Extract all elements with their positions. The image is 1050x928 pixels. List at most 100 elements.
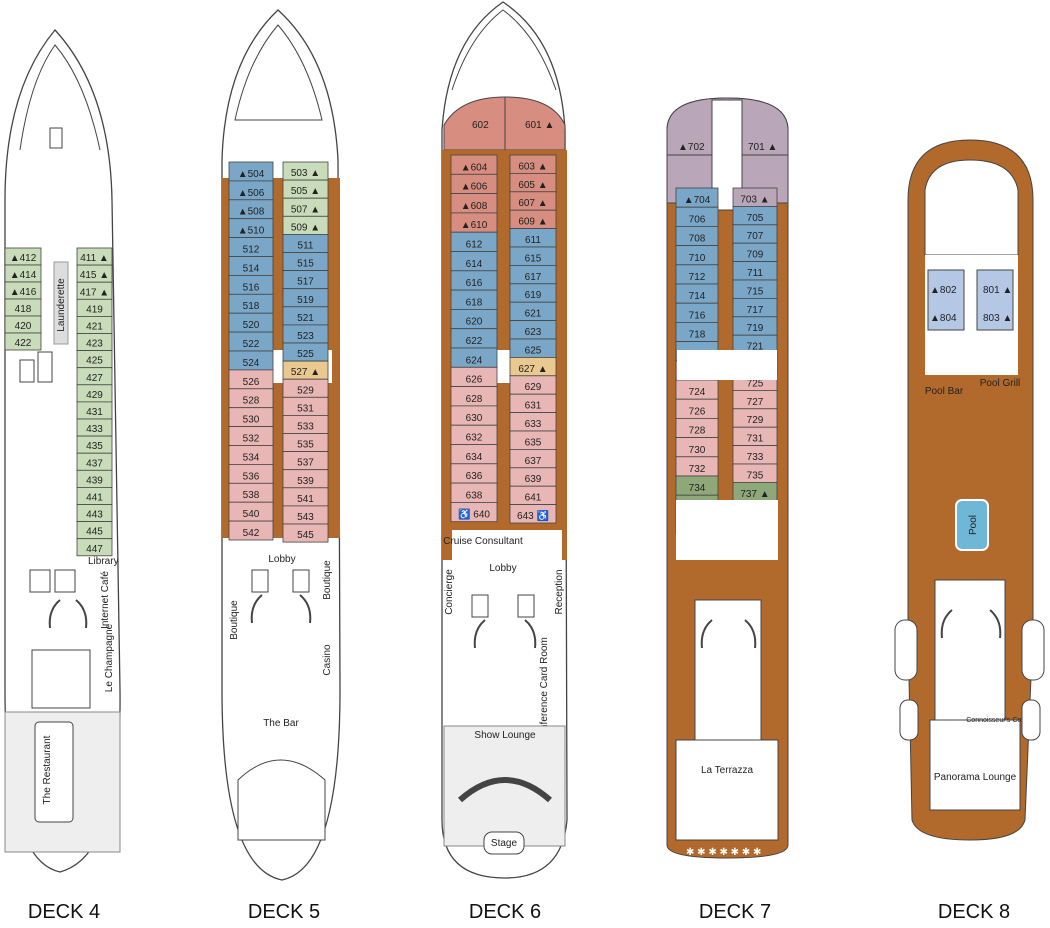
cabin-label: 731 [747, 434, 764, 445]
cabin-label: ♿ 640 [458, 508, 490, 521]
cabin-label: 607 ▲ [518, 198, 547, 209]
cabin-label: 531 [297, 403, 314, 414]
cabin-label: 439 [86, 475, 103, 486]
cabin-label: 415 ▲ [80, 270, 109, 281]
cabin-label: 529 [297, 385, 314, 396]
cabin-label: 626 [466, 375, 483, 386]
cabin-label: 634 [466, 452, 483, 463]
cabin-label: 614 [466, 259, 483, 270]
cabin-label: 624 [466, 355, 483, 366]
cabin-label: 530 [243, 415, 260, 426]
cabin-label: ▲414 [10, 270, 37, 281]
cabin-label: 443 [86, 510, 103, 521]
cabin-label: 735 [747, 470, 764, 481]
cabin-label: 543 [297, 512, 314, 523]
cabin-label: 520 [243, 320, 260, 331]
show-lounge-label: Show Lounge [474, 730, 536, 741]
the-bar-label: The Bar [263, 718, 299, 729]
launderette-label: Launderette [56, 278, 67, 332]
cabin-label: 630 [466, 413, 483, 424]
cabin-label: 523 [297, 331, 314, 342]
cabin-label: 517 [297, 277, 314, 288]
cabin-label: 637 [525, 456, 542, 467]
cabin-804-label: ▲804 [930, 313, 957, 324]
cabin-label: 505 ▲ [291, 186, 320, 197]
cabin-702-label: ▲702 [678, 142, 705, 153]
cabin-label: 511 [298, 241, 314, 252]
le-champagne-label: Le Champagne [104, 623, 115, 692]
lobby-label-6: Lobby [489, 563, 516, 574]
cabin-label: 728 [689, 426, 706, 437]
cabin-label: 737 ▲ [740, 489, 769, 500]
cabin-label: 619 [525, 290, 542, 301]
cabin-label: ▲704 [684, 195, 711, 206]
cabin-label: 603 ▲ [518, 161, 547, 172]
cabin-label: 636 [466, 471, 483, 482]
cabin-label: 622 [466, 336, 483, 347]
cabin-label: 524 [243, 358, 260, 369]
cabin-label: 605 ▲ [518, 180, 547, 191]
cabin-label: 635 [525, 437, 542, 448]
cabin-label: 419 [86, 304, 103, 315]
cabin-label: 709 [747, 250, 764, 261]
cabin-601-label: 601 ▲ [525, 120, 554, 131]
cabin-label: 629 [525, 382, 542, 393]
library-label: Library [88, 556, 119, 567]
cabin-label: 538 [243, 490, 260, 501]
stage-label: Stage [491, 838, 518, 849]
cabin-label: 503 ▲ [291, 168, 320, 179]
deck-8-label: DECK 8 [938, 901, 1010, 923]
cabin-542 [228, 520, 274, 541]
cabin-label: 418 [15, 304, 32, 315]
cabin-701-label: 701 ▲ [748, 142, 777, 153]
cabin-label: 631 [525, 401, 542, 412]
cabin-label: 411 ▲ [80, 253, 109, 264]
launderette-room [53, 261, 69, 345]
cabin-label: 433 [86, 424, 103, 435]
cabin-label: 712 [689, 272, 706, 283]
cabin-label: 423 [86, 339, 103, 350]
cabin-label: 633 [525, 419, 542, 430]
deck-6-label: DECK 6 [469, 901, 541, 923]
cabin-label: 521 [297, 313, 314, 324]
cabin-label: 527 ▲ [291, 367, 320, 378]
cabin-label: 512 [243, 245, 260, 256]
cabin-label: 536 [243, 471, 260, 482]
cabin-label: 429 [86, 390, 103, 401]
cabin-label: 537 [297, 458, 314, 469]
cabin-label: 616 [466, 278, 483, 289]
cabin-label: ▲508 [238, 207, 265, 218]
deck-6-plan: 602 601 ▲ ▲604▲606▲608▲61061261461661862… [441, 1, 568, 879]
cabin-label: 703 ▲ [740, 194, 769, 205]
cabin-label: 641 [525, 493, 542, 504]
cabin-447 [76, 538, 113, 557]
cabin-label: ▲506 [238, 188, 265, 199]
cabin-label: ▲412 [10, 253, 37, 264]
panorama-lounge-label: Panorama Lounge [934, 772, 1017, 783]
cabin-label: ▲608 [461, 201, 488, 212]
cabin-label: 727 [747, 397, 764, 408]
cabin-803-label: 803 ▲ [983, 313, 1012, 324]
deck-5-label: DECK 5 [248, 901, 320, 923]
cabin-label: 417 ▲ [80, 287, 109, 298]
la-terrazza-label: La Terrazza [701, 765, 754, 776]
cabin-label: ▲610 [461, 220, 488, 231]
cabin-label: 710 [689, 253, 706, 264]
cabin-label: 516 [243, 282, 260, 293]
cabin-label: 615 [525, 253, 542, 264]
cabin-label: ▲416 [10, 287, 37, 298]
cabin-label: 732 [689, 464, 706, 475]
cabin-label: 714 [689, 291, 706, 302]
cabin-label: 621 [525, 309, 542, 320]
boutique-starboard-label: Boutique [322, 560, 333, 600]
cabin-label: 719 [747, 323, 764, 334]
cabin-label: 420 [15, 321, 32, 332]
cabin-label: 425 [86, 356, 103, 367]
concierge-label: Concierge [444, 569, 455, 615]
cabin-label: 611 [525, 235, 541, 246]
cabin-label: 638 [466, 490, 483, 501]
cabin-label: 706 [689, 214, 706, 225]
cabin-label: 708 [689, 234, 706, 245]
cabin-643 [509, 504, 557, 524]
